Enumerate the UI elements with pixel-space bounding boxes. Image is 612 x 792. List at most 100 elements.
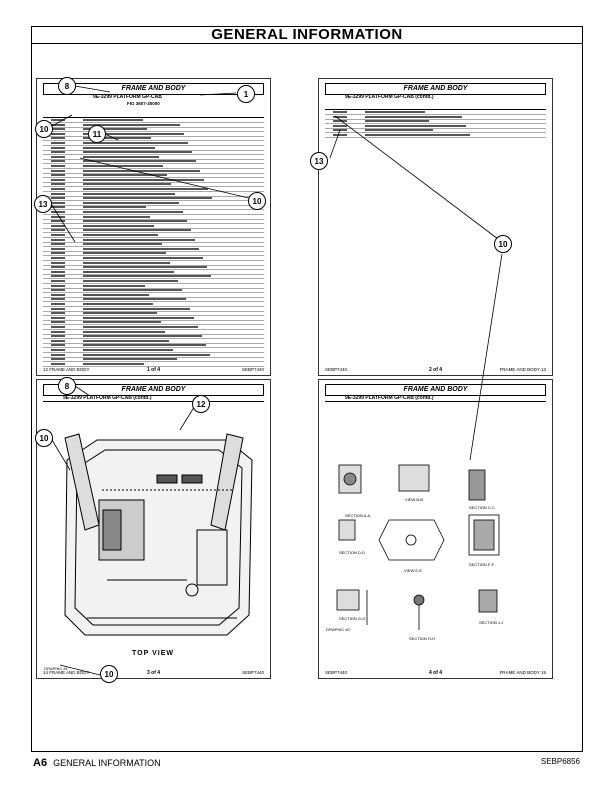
- parts-row: [43, 266, 264, 271]
- parts-row: [43, 252, 264, 257]
- parts-row: [325, 115, 546, 120]
- parts-row: [43, 238, 264, 243]
- callout-marker: 11: [88, 125, 106, 143]
- parts-row: [43, 243, 264, 248]
- parts-row: [325, 129, 546, 134]
- parts-row: [43, 119, 264, 123]
- graphic-label: GRAPHIC #2: [326, 627, 350, 632]
- parts-row: [43, 280, 264, 284]
- callout-marker: 13: [34, 195, 52, 213]
- page-footer: SEBP7440 4 of 4 FRAME AND BODY 15: [325, 670, 546, 676]
- callout-marker: 10: [100, 665, 118, 683]
- parts-table-header: [325, 101, 546, 110]
- graphic-label: GRAPHIC #1: [44, 666, 68, 671]
- callout-marker: 10: [494, 235, 512, 253]
- parts-row: [43, 211, 264, 215]
- section-label: SECTION F-F: [469, 562, 495, 567]
- group-heading: 9E-3299 PLATFORM GP-CAB: [93, 94, 162, 100]
- parts-row: [43, 206, 264, 211]
- sample-page-4: FRAME AND BODY 9E-3299 PLATFORM GP-CAB (…: [318, 379, 553, 679]
- parts-row: [43, 261, 264, 266]
- page-frame: [31, 26, 583, 752]
- parts-row: [43, 234, 264, 238]
- parts-row: [43, 178, 264, 183]
- parts-row: [43, 215, 264, 220]
- parts-row: [43, 160, 264, 165]
- footer-section: GENERAL INFORMATION: [53, 758, 161, 768]
- parts-row: [43, 155, 264, 160]
- parts-row: [43, 330, 264, 335]
- callout-marker: 10: [35, 429, 53, 447]
- parts-row: [43, 169, 264, 174]
- callout-marker: 10: [248, 192, 266, 210]
- parts-row: [43, 192, 264, 197]
- parts-row: [43, 146, 264, 151]
- sample-page-1: FRAME AND BODY 9E-3299 PLATFORM GP-CAB F…: [36, 78, 271, 376]
- section-label: SECTION A-A: [345, 513, 371, 518]
- parts-row: [43, 307, 264, 312]
- parts-row: [43, 275, 264, 280]
- page-title: GENERAL INFORMATION: [31, 26, 583, 44]
- parts-row: [43, 298, 264, 303]
- parts-row: [43, 197, 264, 202]
- parts-row: [325, 111, 546, 115]
- section-label: SECTION D-D: [339, 550, 365, 555]
- parts-row: [43, 137, 264, 142]
- section-label: SECTION H-H: [409, 636, 435, 641]
- parts-row: [43, 220, 264, 225]
- parts-row: [43, 284, 264, 289]
- section-label: SECTION C-C: [469, 505, 495, 510]
- parts-row: [43, 165, 264, 169]
- callout-marker: 10: [35, 120, 53, 138]
- parts-row: [43, 326, 264, 330]
- parts-row: [325, 124, 546, 129]
- parts-row: [43, 303, 264, 307]
- group-heading: 9E-3299 PLATFORM GP-CAB (contd.): [43, 395, 264, 402]
- parts-row: [43, 151, 264, 156]
- group-heading: 9E-3299 PLATFORM GP-CAB (contd.): [325, 395, 546, 402]
- callout-marker: 12: [192, 395, 210, 413]
- parts-row: [43, 132, 264, 137]
- parts-row: [43, 123, 264, 128]
- footer-doc-number: SEBP6856: [540, 757, 580, 766]
- parts-table-header: [43, 107, 264, 118]
- parts-row: [43, 349, 264, 353]
- parts-row: [43, 174, 264, 179]
- parts-row: [325, 120, 546, 125]
- footer-left: A6 GENERAL INFORMATION: [33, 757, 161, 769]
- parts-row: [43, 344, 264, 349]
- sample-page-3: FRAME AND BODY 9E-3299 PLATFORM GP-CAB (…: [36, 379, 271, 679]
- page-footer: 12 FRAME AND BODY 1 of 4 SEBP7440: [43, 367, 264, 373]
- parts-row: [43, 353, 264, 358]
- callout-marker: 8: [58, 377, 76, 395]
- parts-row: [43, 224, 264, 229]
- page-heading: FRAME AND BODY: [43, 384, 264, 396]
- view-label: TOP VIEW: [132, 650, 174, 657]
- parts-row: [43, 358, 264, 363]
- parts-row: [43, 229, 264, 234]
- callout-marker: 8: [58, 77, 76, 95]
- parts-row: [43, 335, 264, 340]
- section-label: SECTION J-J: [479, 620, 504, 625]
- parts-row: [43, 339, 264, 344]
- page-heading: FRAME AND BODY: [325, 384, 546, 396]
- parts-row: [43, 270, 264, 275]
- top-view-drawing: [64, 433, 253, 636]
- page-footer: SEBP7440 2 of 4 FRAME AND BODY 13: [325, 367, 546, 373]
- section-views-drawing: [336, 464, 500, 630]
- page-heading: FRAME AND BODY: [43, 83, 264, 95]
- parts-row: [43, 257, 264, 261]
- parts-row: [43, 247, 264, 252]
- parts-row: [43, 289, 264, 294]
- parts-row: [43, 183, 264, 188]
- section-label: VIEW E-E: [404, 568, 423, 573]
- footer-page-number: A6: [33, 757, 48, 769]
- callout-marker: 13: [310, 152, 328, 170]
- section-label: SECTION G-G: [339, 616, 366, 621]
- parts-row: [43, 201, 264, 206]
- parts-row: [43, 128, 264, 133]
- section-label: VIEW B-B: [405, 497, 424, 502]
- group-heading: 9E-3299 PLATFORM GP-CAB (contd.): [345, 94, 434, 100]
- parts-row: [43, 321, 264, 326]
- fig-number: FIG 3607-30000: [127, 101, 160, 106]
